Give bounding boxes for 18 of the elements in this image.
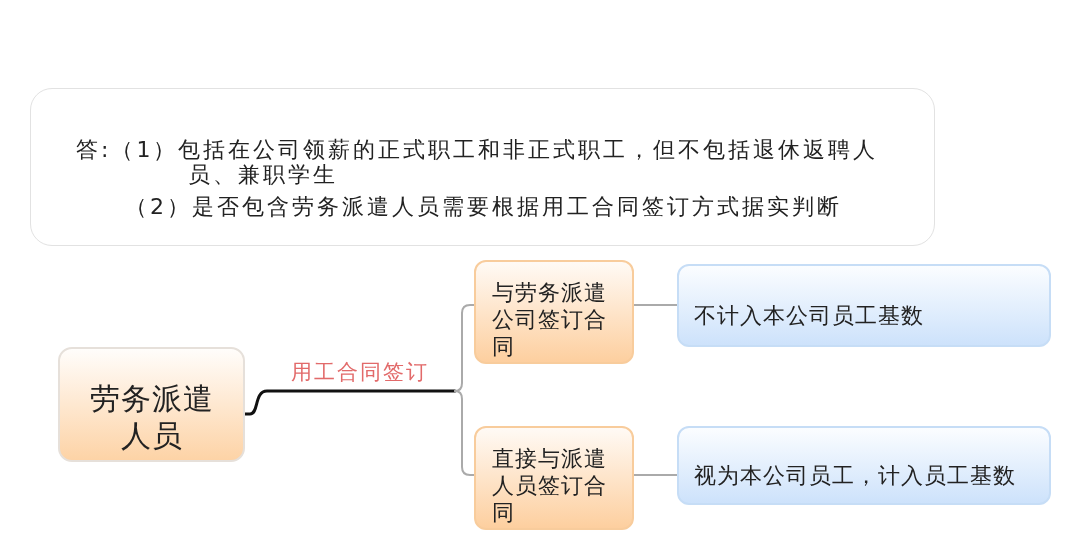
edge-label: 用工合同签订 [291,359,429,385]
topic-label: 劳务派遣人员 [88,380,215,454]
topic-box [677,264,1051,347]
topic-box [677,426,1051,505]
topic-box [474,260,634,364]
note-box [30,88,935,246]
connector-line [454,390,475,476]
topic-label: 与劳务派遣公司签订合同 [492,279,608,360]
connector-line [243,389,457,416]
connector-line [633,304,678,306]
topic-label: 不计入本公司员工基数 [694,301,924,330]
note-text: （2）是否包含劳务派遣人员需要根据用工合同签订方式据实判断 [125,194,842,219]
note-text: 答:（1）包括在公司领薪的正式职工和非正式职工，但不包括退休返聘人员、兼职学生 [76,137,880,187]
topic-label: 视为本公司员工，计入员工基数 [694,461,1016,490]
topic-box [58,347,245,462]
topic-label: 直接与派遣人员签订合同 [492,445,608,526]
connector-line [633,474,678,476]
topic-box [474,426,634,530]
